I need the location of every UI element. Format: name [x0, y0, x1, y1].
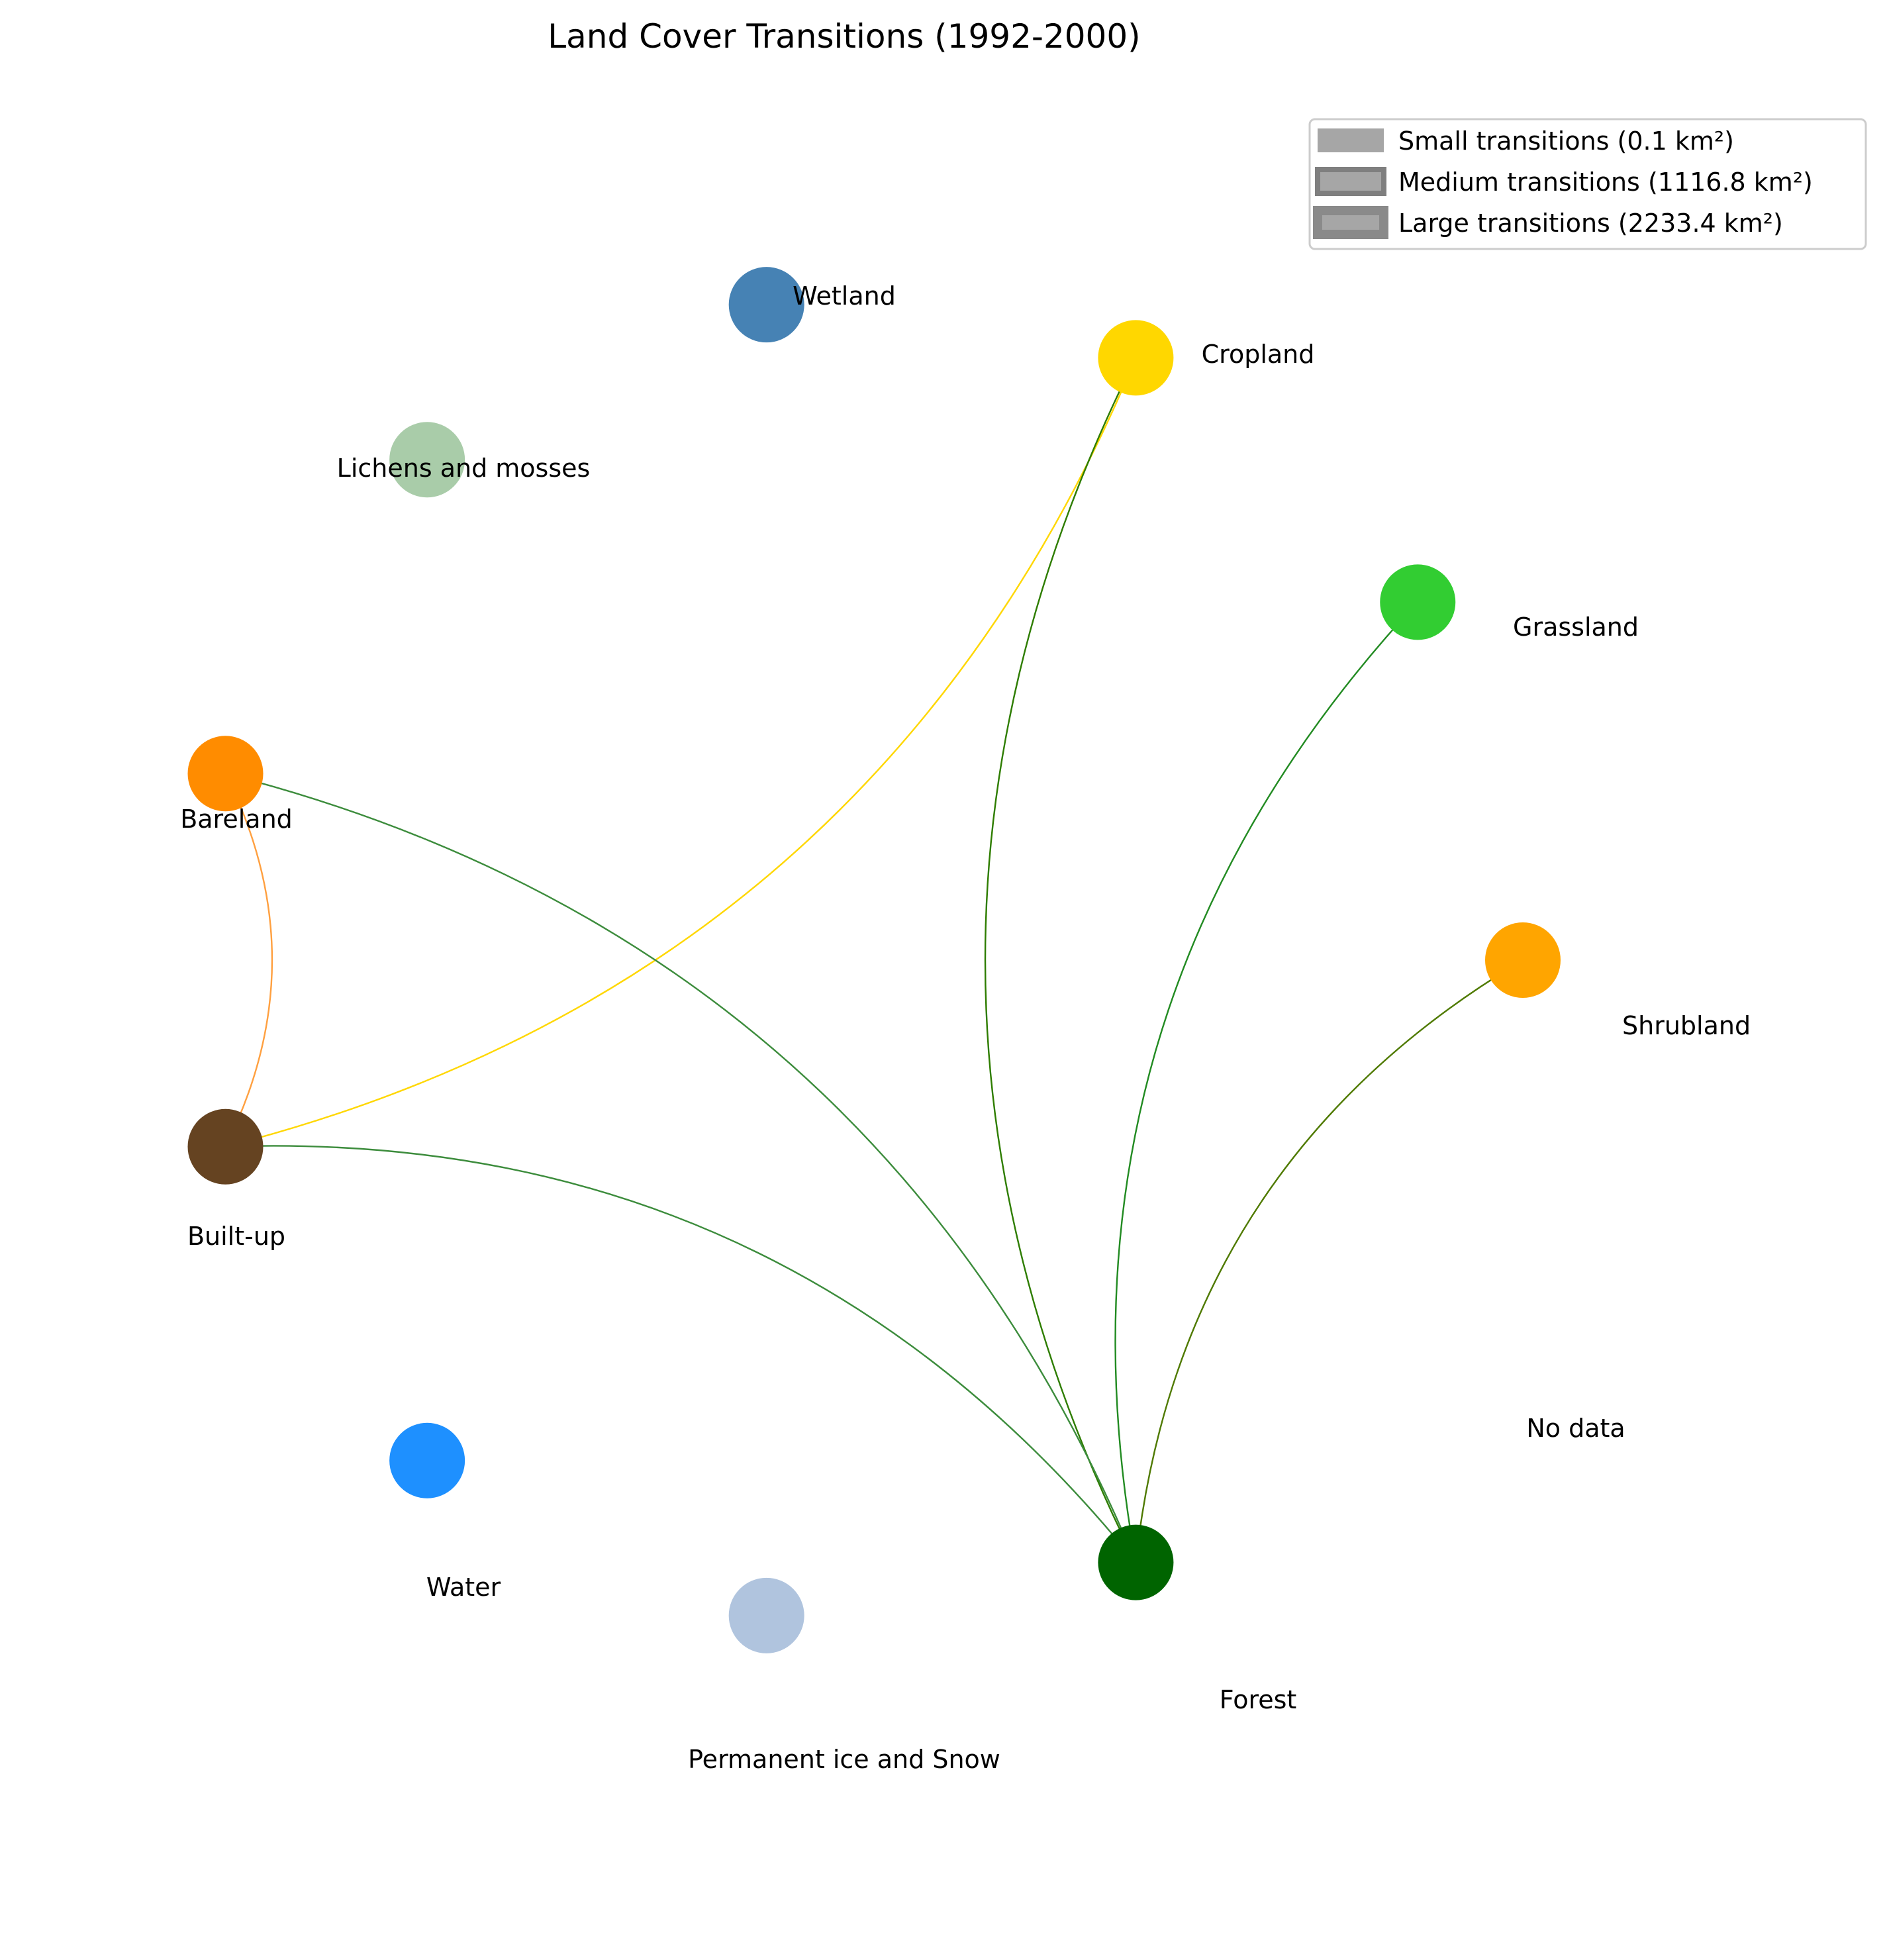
- edge-shrubland-forest: [1135, 959, 1524, 1563]
- edge-grassland-forest: [1114, 601, 1419, 1563]
- node-shrubland: [1485, 922, 1561, 998]
- node-lichens: [389, 422, 465, 498]
- node-label-forest: Forest: [1220, 1685, 1297, 1714]
- edge-bareland-builtup: [224, 773, 273, 1148]
- legend-label-large: Large transitions (2233.4 km²): [1398, 209, 1783, 238]
- legend-frame: [1308, 118, 1867, 250]
- node-label-grassland: Grassland: [1513, 612, 1639, 642]
- legend-item-small: Small transitions (0.1 km²): [1318, 126, 1734, 156]
- node-ice: [728, 1577, 804, 1653]
- edge-bareland-forest: [225, 773, 1137, 1563]
- edge-builtup-forest: [225, 1145, 1137, 1563]
- legend-label-small: Small transitions (0.1 km²): [1398, 126, 1734, 156]
- node-builtup: [187, 1108, 264, 1185]
- legend-items: Small transitions (0.1 km²) Medium transi…: [1313, 126, 1813, 239]
- node-label-lichens: Lichens and mosses: [337, 454, 591, 483]
- node-cropland: [1098, 320, 1174, 396]
- legend-swatch-medium: [1315, 167, 1386, 196]
- edge-cropland-forest: [984, 357, 1137, 1563]
- node-label-bareland: Bareland: [180, 805, 293, 834]
- node-wetland: [728, 267, 804, 343]
- node-label-ice: Permanent ice and Snow: [688, 1745, 1000, 1774]
- legend-swatch-small: [1318, 128, 1384, 152]
- node-water: [389, 1422, 465, 1498]
- node-label-cropland: Cropland: [1202, 340, 1315, 369]
- legend-item-medium: Medium transitions (1116.8 km²): [1315, 167, 1813, 197]
- land-cover-nodes: [187, 267, 1561, 1653]
- chart-title: Land Cover Transitions (1992-2000): [548, 17, 1140, 56]
- transition-edges: [224, 357, 1524, 1563]
- edge-cropland-builtup: [225, 357, 1137, 1148]
- node-label-wetland: Wetland: [793, 281, 896, 311]
- legend-label-medium: Medium transitions (1116.8 km²): [1398, 168, 1813, 197]
- node-bareland: [187, 736, 264, 812]
- legend-item-large: Large transitions (2233.4 km²): [1313, 206, 1783, 239]
- legend: Small transitions (0.1 km²) Medium transi…: [1308, 118, 1867, 250]
- node-label-water: Water: [426, 1573, 501, 1602]
- node-label-builtup: Built-up: [187, 1222, 285, 1251]
- node-label-nodata: No data: [1526, 1414, 1625, 1443]
- node-labels: Shrubland Grassland Cropland WetlandLichens…: [180, 281, 1751, 1774]
- node-forest: [1098, 1524, 1174, 1600]
- legend-swatch-large: [1313, 206, 1388, 239]
- node-label-shrubland: Shrubland: [1622, 1011, 1751, 1040]
- node-grassland: [1380, 564, 1456, 640]
